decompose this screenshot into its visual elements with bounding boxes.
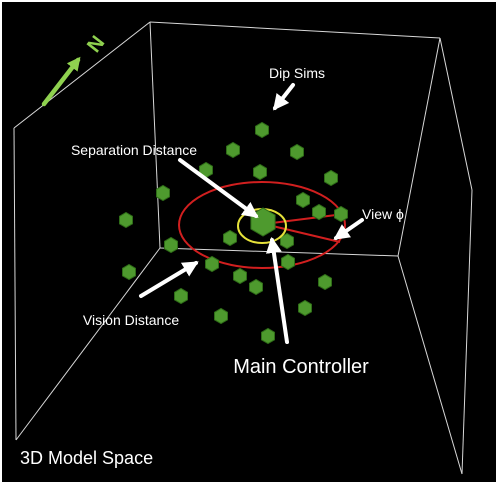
box-edge xyxy=(15,247,161,441)
green-hexagon-icon xyxy=(290,143,304,161)
north-arrow-shaft xyxy=(41,56,81,107)
green-hexagon-icon xyxy=(233,267,247,285)
view-angle-rays xyxy=(263,213,345,243)
box-edge xyxy=(149,21,161,249)
box-edge xyxy=(13,127,17,441)
main-controller-arrow xyxy=(265,236,289,344)
green-hexagon-icon xyxy=(334,205,348,223)
green-hexagon-icon xyxy=(174,287,188,305)
dip-sims-agents xyxy=(119,121,348,345)
box-edge xyxy=(149,21,441,39)
dip-sims-label: Dip Sims xyxy=(269,65,325,81)
separation-distance-arrow xyxy=(178,158,259,218)
green-hexagon-icon xyxy=(318,273,332,291)
green-hexagon-icon xyxy=(281,253,295,271)
box-edge xyxy=(461,189,473,475)
view-ray-upper xyxy=(263,213,345,225)
green-hexagon-icon xyxy=(156,184,170,202)
green-hexagon-icon xyxy=(164,236,178,254)
box-edge xyxy=(13,21,151,129)
main-controller-label: Main Controller xyxy=(233,356,369,378)
diagram-background xyxy=(2,2,496,482)
green-hexagon-icon xyxy=(214,307,228,325)
green-hexagon-icon xyxy=(324,169,338,187)
view-ray-lower xyxy=(263,223,341,243)
green-hexagon-icon xyxy=(261,327,275,345)
view-phi-arrow xyxy=(333,218,364,240)
green-hexagon-icon xyxy=(312,203,326,221)
green-hexagon-icon xyxy=(255,121,269,139)
green-hexagon-icon xyxy=(249,278,263,296)
dip-sims-arrow xyxy=(273,83,295,111)
box-edge xyxy=(397,255,463,475)
green-hexagon-icon xyxy=(298,299,312,317)
view-phi-label: View ϕ xyxy=(362,206,404,222)
vision-distance-label: Vision Distance xyxy=(83,312,179,328)
annotation-arrows xyxy=(139,83,364,344)
green-hexagon-icon xyxy=(119,211,133,229)
vision-distance-arrow xyxy=(139,261,199,298)
green-hexagon-icon xyxy=(205,255,219,273)
model-space-label: 3D Model Space xyxy=(20,448,153,468)
green-hexagon-icon xyxy=(226,141,240,159)
green-hexagon-icon xyxy=(122,263,136,281)
separation-distance-label: Separation Distance xyxy=(71,142,197,158)
green-hexagon-icon xyxy=(253,163,267,181)
green-hexagon-icon xyxy=(223,229,237,247)
box-edge xyxy=(397,37,441,257)
green-hexagon-icon xyxy=(296,191,310,209)
box-edge xyxy=(439,37,473,191)
